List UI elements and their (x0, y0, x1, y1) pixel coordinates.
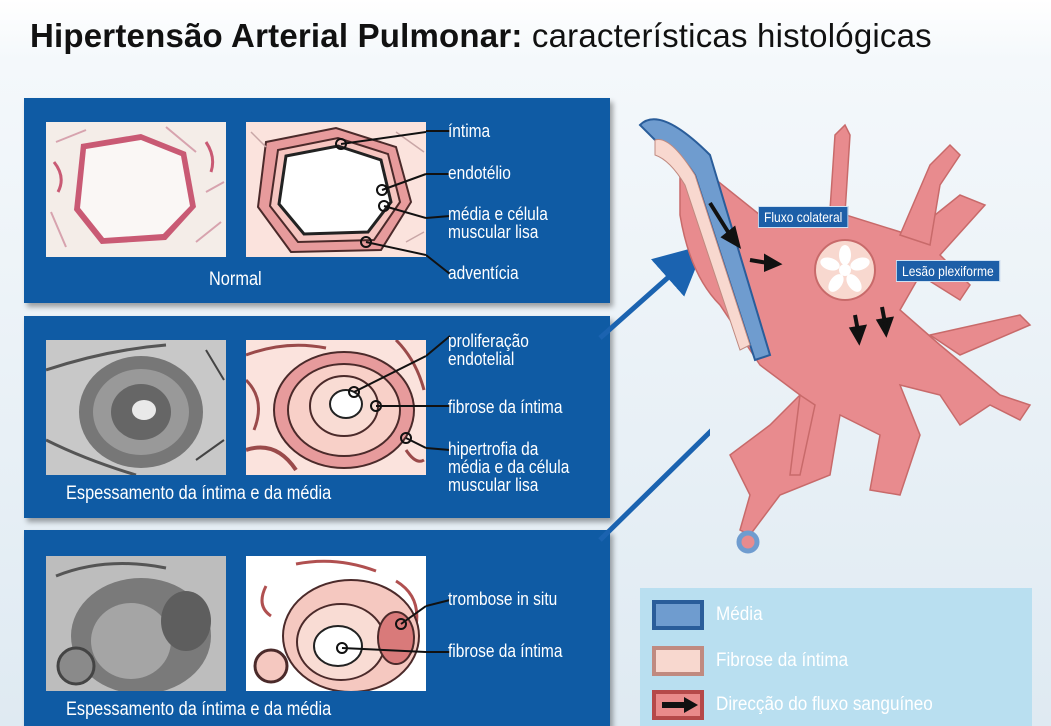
micrograph-espessamento-2 (46, 556, 226, 691)
legend-label-fluxo: Direcção do fluxo sanguíneo (716, 694, 933, 716)
caption-espessamento-1: Espessamento da íntima e da média (66, 484, 331, 504)
plexiform-lesion-diagram (600, 95, 1040, 565)
legend-arrow-icon (656, 694, 700, 716)
caption-normal: Normal (209, 270, 262, 290)
panel-normal: íntima endotélio média e célula muscular… (24, 98, 610, 303)
label-fibrose-intima-1: fibrose da íntima (448, 398, 562, 416)
micrograph-espessamento-1 (46, 340, 226, 475)
leader-lines-espessamento-2 (426, 530, 486, 726)
label-adventicia: adventícia (448, 264, 519, 282)
label-fibrose-intima-2: fibrose da íntima (448, 642, 562, 660)
label-media-celula: média e célula muscular lisa (448, 205, 548, 241)
illustration-espessamento-1 (246, 340, 426, 475)
legend-swatch-media (652, 600, 704, 630)
micrograph-normal (46, 122, 226, 257)
label-trombose: trombose in situ (448, 590, 557, 608)
legend-swatch-fibrose (652, 646, 704, 676)
title-rest: características histológicas (523, 17, 932, 54)
title-bold: Hipertensão Arterial Pulmonar: (30, 17, 523, 54)
legend: Média Fibrose da íntima Direcção do flux… (640, 588, 1032, 726)
panel-espessamento-1: proliferação endotelial fibrose da íntim… (24, 316, 610, 518)
tag-lesao-plexiforme: Lesão plexiforme (896, 260, 1000, 282)
panel-espessamento-2: trombose in situ fibrose da íntima Espes… (24, 530, 610, 726)
legend-swatch-fluxo (652, 690, 704, 720)
label-intima: íntima (448, 122, 490, 140)
tag-fluxo-colateral: Fluxo colateral (758, 206, 848, 228)
label-endotelio: endotélio (448, 164, 511, 182)
illustration-espessamento-2 (246, 556, 426, 691)
label-hipertrofia: hipertrofia da média e da célula muscula… (448, 440, 569, 494)
legend-label-media: Média (716, 604, 763, 626)
caption-espessamento-2: Espessamento da íntima e da média (66, 700, 331, 720)
label-proliferacao: proliferação endotelial (448, 332, 529, 368)
plexiform-rosette (815, 240, 875, 300)
illustration-normal (246, 122, 426, 257)
legend-label-fibrose: Fibrose da íntima (716, 650, 848, 672)
page-title: Hipertensão Arterial Pulmonar: caracterí… (30, 12, 932, 60)
